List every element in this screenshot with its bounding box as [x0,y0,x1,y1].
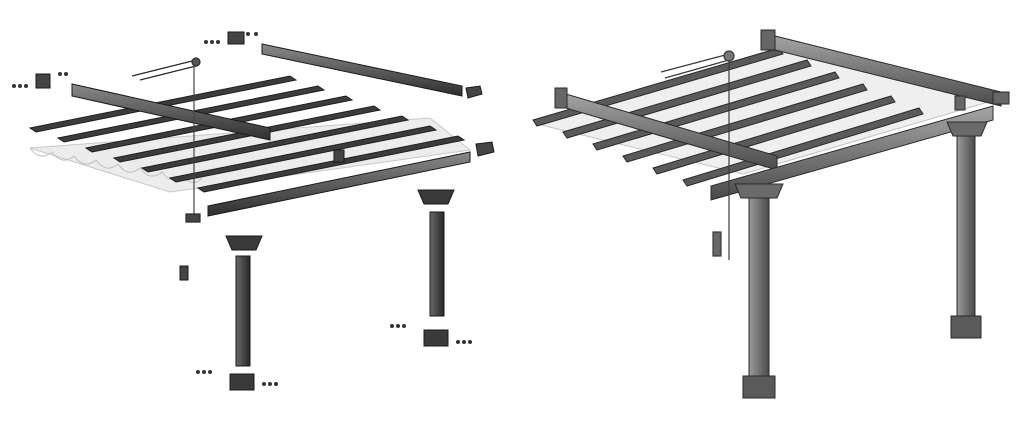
right-post-assembled [956,135,976,317]
beam-brackets [35,31,495,163]
right-post-base-assembled [950,315,982,339]
handle-bracket [179,265,189,281]
right-post-cap [417,189,455,205]
exploded-view-drawing [12,31,495,391]
rafter-a5 [652,95,896,175]
exploded-view-panel [0,0,510,421]
left-post-base [229,373,255,391]
front-beam-assembled [710,105,994,201]
bracket-top [227,31,245,45]
bracket-right [465,85,483,99]
bracket-front-right [475,141,495,157]
bracket-center [333,149,345,163]
left-post-cap-assembled [734,183,784,199]
rafter-a6 [682,107,924,187]
hardware-bolts [12,32,472,386]
rafter-7 [196,135,466,193]
bracket-left [35,73,51,89]
crank-assembly [131,57,201,223]
left-post-assembled [748,197,770,377]
right-post [429,211,445,317]
assembled-view-drawing [532,29,1010,399]
brackets-assembled [554,29,1010,111]
crank-assembly-assembled [660,50,735,260]
back-beam [261,43,463,97]
rafter-6 [168,125,438,183]
front-beam [207,151,471,217]
rafter-5 [140,115,410,173]
left-beam [71,83,271,141]
right-post-cap-assembled [946,121,988,137]
left-post-base-assembled [742,375,776,399]
right-post-base [423,329,449,347]
assembled-view-panel [515,0,1030,421]
left-post-cap [225,235,263,251]
left-post [235,255,251,367]
